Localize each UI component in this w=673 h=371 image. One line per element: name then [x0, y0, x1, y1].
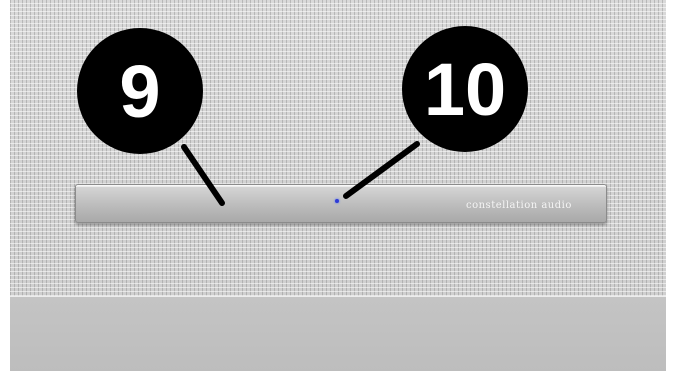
callout-10: 10: [402, 26, 528, 152]
callout-9: 9: [77, 28, 203, 154]
callout-9-leader-line: [184, 147, 222, 203]
callout-9-number: 9: [119, 50, 160, 133]
callout-10-number: 10: [424, 48, 506, 131]
callout-10-leader-line: [346, 144, 417, 196]
